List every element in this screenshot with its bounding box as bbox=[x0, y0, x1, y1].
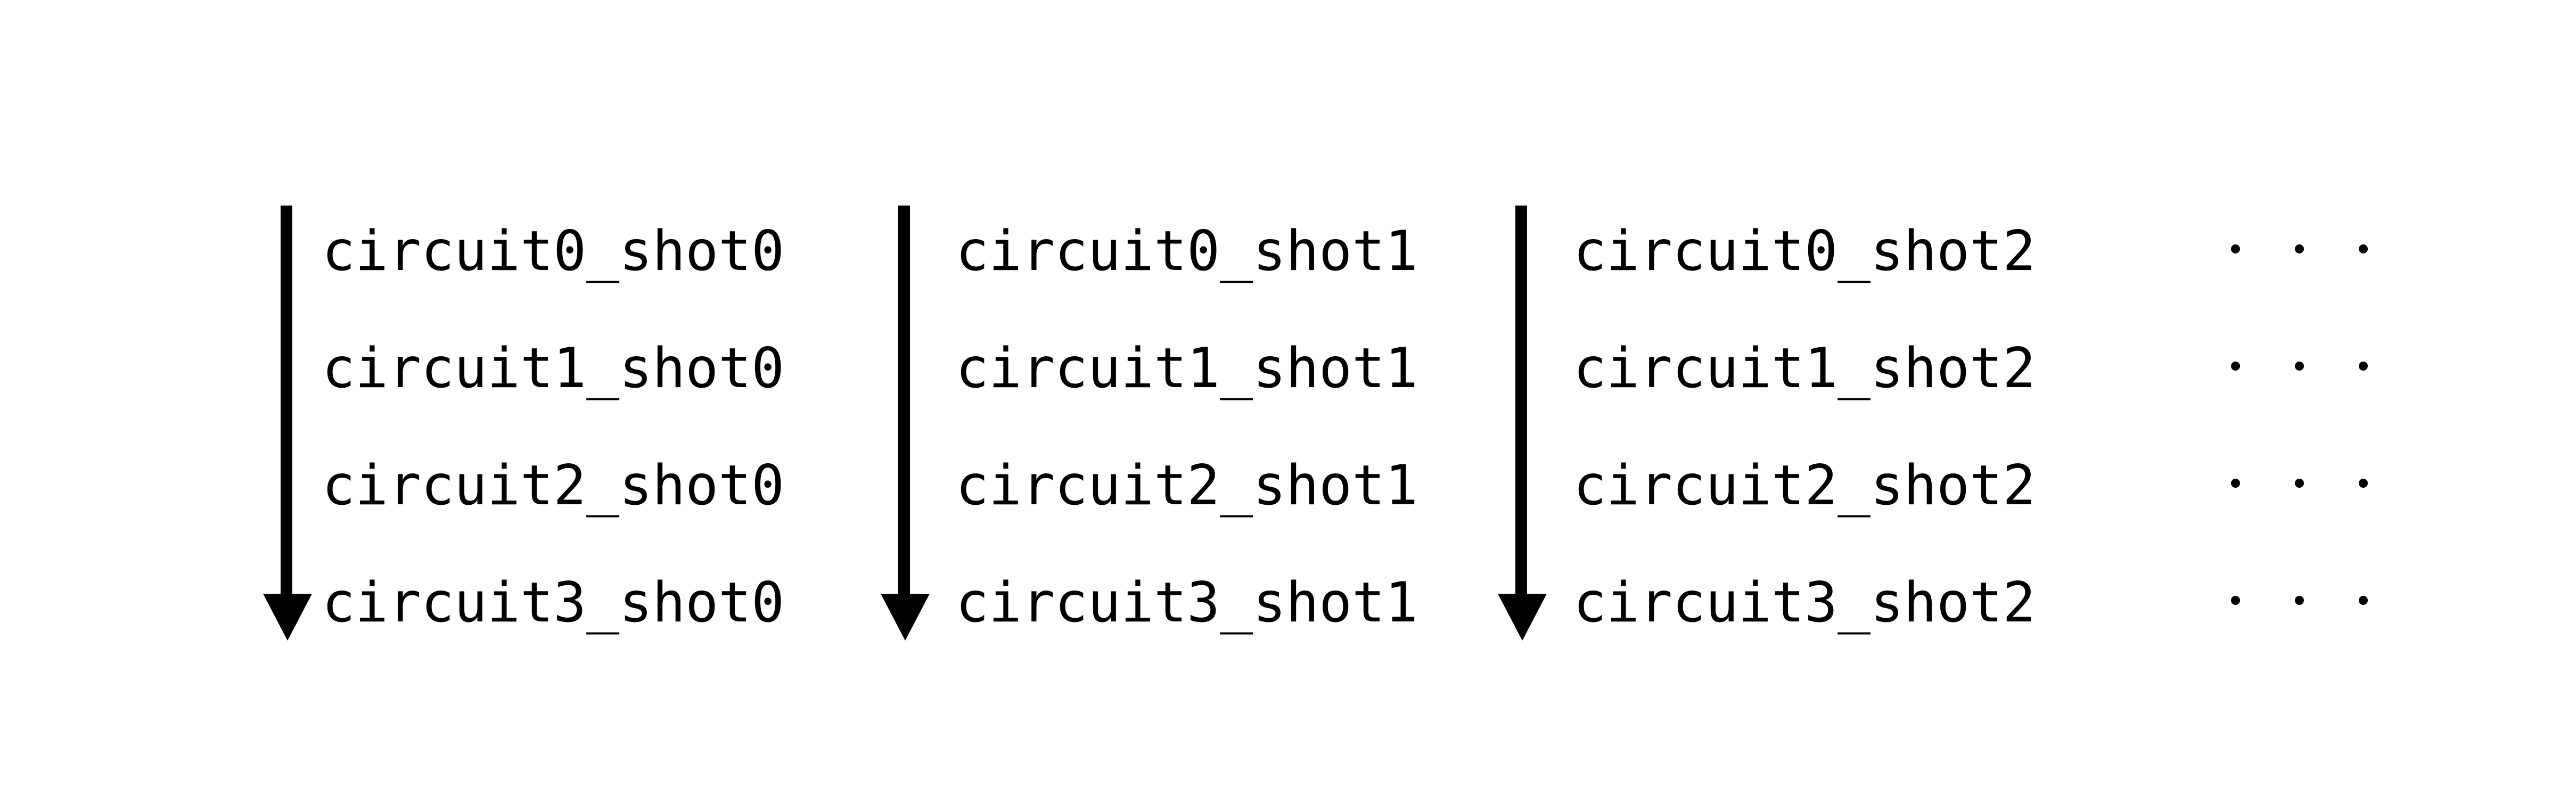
ellipsis-row bbox=[2231, 479, 2368, 488]
ellipsis-dot-icon bbox=[2231, 479, 2240, 488]
shot-label: circuit1_shot1 bbox=[956, 337, 1418, 400]
shot0-down-arrow bbox=[263, 206, 312, 641]
ellipsis-dot-icon bbox=[2231, 362, 2240, 371]
shot-label: circuit3_shot1 bbox=[956, 571, 1418, 635]
shot-label: circuit3_shot0 bbox=[322, 571, 785, 635]
shot-label: circuit3_shot2 bbox=[1573, 571, 2036, 635]
shot-label: circuit0_shot1 bbox=[956, 219, 1418, 283]
ellipsis-row bbox=[2231, 362, 2368, 371]
ellipsis-dot-icon bbox=[2359, 362, 2368, 371]
shot-label: circuit2_shot1 bbox=[956, 454, 1418, 518]
shot-label: circuit1_shot0 bbox=[322, 337, 785, 400]
ellipsis-dot-icon bbox=[2231, 596, 2240, 605]
shot1-down-arrow bbox=[881, 206, 930, 641]
ellipsis-dot-icon bbox=[2231, 244, 2240, 253]
ellipsis-dot-icon bbox=[2359, 596, 2368, 605]
shot2-down-arrow bbox=[1498, 206, 1547, 641]
shot-label: circuit0_shot2 bbox=[1573, 219, 2036, 283]
shot-label: circuit2_shot0 bbox=[322, 454, 785, 518]
shot-label: circuit0_shot0 bbox=[322, 219, 785, 283]
ellipsis-dot-icon bbox=[2295, 362, 2304, 371]
shot-label: circuit1_shot2 bbox=[1573, 337, 2036, 400]
ellipsis-dot-icon bbox=[2359, 479, 2368, 488]
ellipsis-dot-icon bbox=[2359, 244, 2368, 253]
ellipsis-dot-icon bbox=[2295, 479, 2304, 488]
shot-label: circuit2_shot2 bbox=[1573, 454, 2036, 518]
ellipsis-row bbox=[2231, 596, 2368, 605]
ellipsis-row bbox=[2231, 244, 2368, 253]
ellipsis-dot-icon bbox=[2295, 596, 2304, 605]
ellipsis-dot-icon bbox=[2295, 244, 2304, 253]
